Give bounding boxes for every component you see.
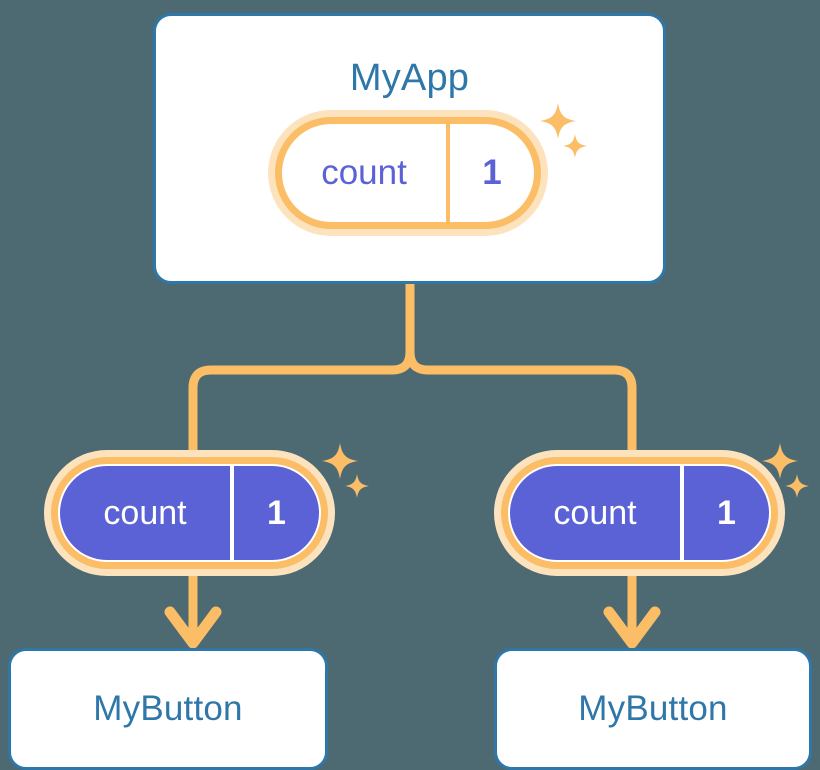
state-key-label: count	[321, 153, 407, 192]
component-card-mybutton-right[interactable]: MyButton	[494, 648, 812, 770]
arrow-head-right	[603, 606, 661, 649]
component-title-mybutton-right: MyButton	[578, 689, 728, 728]
state-pill-body: count 1	[60, 466, 319, 560]
component-title-myapp: MyApp	[349, 57, 470, 99]
state-pill-body: count 1	[510, 466, 769, 560]
state-pill-ring: count 1	[51, 457, 328, 569]
state-pill-inner: count 1	[58, 464, 321, 562]
state-pill-ring: count 1	[275, 117, 541, 229]
connector-branch-right	[405, 347, 637, 457]
component-title-mybutton-left: MyButton	[93, 689, 243, 728]
state-pill-mybutton-left[interactable]: count 1	[44, 450, 335, 576]
arrow-head-left	[164, 606, 222, 649]
state-value-label: 1	[230, 466, 319, 560]
state-pill-ring: count 1	[501, 457, 778, 569]
state-value-label: 1	[446, 124, 534, 222]
connector-branch-left	[188, 347, 415, 457]
state-key-label: count	[103, 493, 187, 532]
state-pill-inner: count 1	[282, 124, 534, 222]
component-card-mybutton-left[interactable]: MyButton	[8, 648, 328, 770]
state-key-label: count	[553, 493, 637, 532]
state-value-label: 1	[680, 466, 769, 560]
state-pill-mybutton-right[interactable]: count 1	[494, 450, 785, 576]
state-pill-myapp[interactable]: count 1	[268, 110, 548, 236]
state-pill-inner: count 1	[508, 464, 771, 562]
